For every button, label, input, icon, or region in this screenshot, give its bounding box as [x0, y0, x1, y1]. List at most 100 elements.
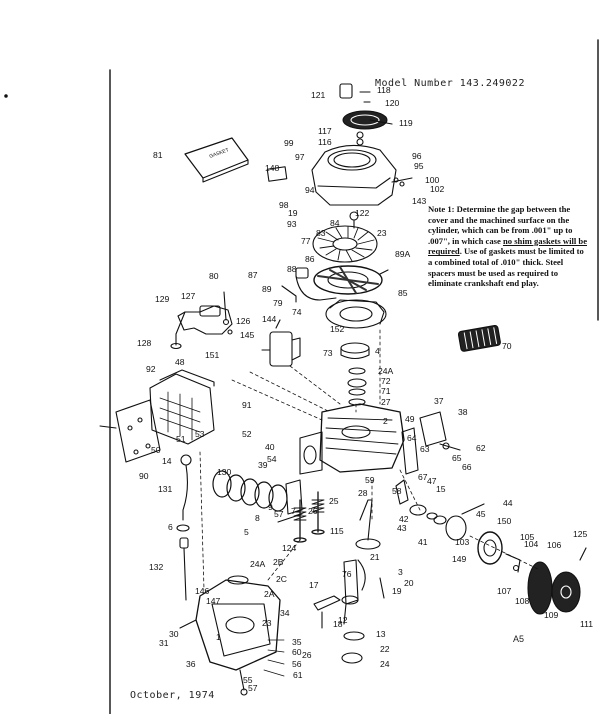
part-number-label: 35	[292, 637, 302, 647]
part-number-label: 126	[236, 316, 251, 326]
part-number-label: 152	[330, 324, 345, 334]
part-number-label: 105	[520, 532, 535, 542]
part-number-label: 24A	[250, 559, 266, 569]
part-number-label: 49	[405, 414, 415, 424]
part-number-label: 57	[248, 683, 258, 693]
part-number-label: 96	[412, 151, 422, 161]
part-number-label: 27	[381, 397, 391, 407]
part-number-label: 7	[291, 506, 296, 516]
part-number-label: 143	[412, 196, 427, 206]
part-number-label: 132	[149, 562, 164, 572]
part-number-label: 4	[375, 346, 380, 356]
part-number-label: 146	[195, 586, 210, 596]
part-number-label: 79	[273, 298, 283, 308]
part-number-label: 47	[427, 476, 437, 486]
part-number-label: 42	[399, 514, 409, 524]
part-number-label: 2A	[264, 589, 275, 599]
svg-text:GASKET: GASKET	[209, 147, 230, 160]
part-number-label: 76	[342, 569, 352, 579]
part-number-label: 19	[392, 586, 402, 596]
part-number-label: 60	[292, 647, 302, 657]
part-number-label: 87	[248, 270, 258, 280]
part-number-label: 118	[377, 85, 391, 95]
part-number-label: 59	[365, 475, 375, 485]
part-number-label: 81	[153, 150, 163, 160]
part-number-label: 39	[258, 460, 268, 470]
part-number-label: 109	[544, 610, 559, 620]
part-number-label: 106	[547, 540, 562, 550]
part-number-label: 6	[168, 522, 173, 532]
part-number-label: 24A	[378, 366, 394, 376]
part-number-label: 21	[370, 552, 380, 562]
part-number-label: 144	[262, 314, 277, 324]
note-text-part1: Note 1: Determine the gap between the co…	[428, 204, 573, 246]
part-number-label: 122	[355, 208, 370, 218]
part-number-label: 5	[244, 527, 249, 537]
part-number-label: 119	[399, 118, 413, 128]
part-number-label: 128	[137, 338, 152, 348]
part-number-label: 13	[376, 629, 386, 639]
part-number-label: 23	[262, 618, 272, 628]
part-number-label: 66	[462, 462, 472, 472]
part-number-label: 57	[274, 509, 284, 519]
part-number-label: 73	[323, 348, 333, 358]
part-number-label: 65	[452, 453, 462, 463]
part-number-label: 14	[162, 456, 172, 466]
part-number-label: 100	[425, 175, 440, 185]
part-number-label: 104	[524, 539, 539, 549]
part-number-label: 97	[295, 152, 305, 162]
part-number-label: 9	[268, 502, 273, 512]
part-number-label: 25	[329, 496, 339, 506]
part-number-label: 3	[398, 567, 403, 577]
part-number-label: 31	[159, 638, 169, 648]
part-number-label: 94	[305, 185, 315, 195]
part-number-label: 15	[436, 484, 446, 494]
part-number-label: 62	[476, 443, 486, 453]
installation-note: Note 1: Determine the gap between the co…	[428, 204, 588, 289]
part-number-label: 125	[573, 529, 588, 539]
note-emphasis: no shim gaskets will be required	[428, 235, 588, 257]
part-number-label: 17	[309, 580, 319, 590]
part-number-label: 102	[430, 184, 445, 194]
part-number-label: 115	[330, 526, 344, 536]
diagram-date: October, 1974	[130, 690, 215, 701]
part-number-label: 107	[497, 586, 512, 596]
part-number-label: 55	[243, 675, 253, 685]
part-number-label: 88	[287, 264, 297, 274]
part-number-label: 36	[186, 659, 196, 669]
part-number-label: 147	[206, 596, 221, 606]
part-number-label: 92	[146, 364, 156, 374]
part-number-label: 26	[308, 506, 318, 516]
model-number-label: Model Number 143.249022	[375, 78, 525, 89]
part-number-label: 2C	[276, 574, 287, 584]
part-number-label: 95	[414, 161, 424, 171]
part-number-label: 151	[205, 350, 220, 360]
part-number-label: 121	[311, 90, 326, 100]
part-number-label: 130	[217, 467, 232, 477]
part-number-label: 63	[420, 444, 430, 454]
part-number-label: 89A	[395, 249, 411, 259]
part-number-label: 48	[175, 357, 185, 367]
part-number-label: 19	[288, 208, 298, 218]
part-number-label: 52	[242, 429, 252, 439]
part-number-label: 40	[265, 442, 275, 452]
part-number-label: 34	[280, 608, 290, 618]
part-number-label: 12	[338, 615, 348, 625]
part-number-label: 71	[381, 386, 391, 396]
part-number-label: 45	[476, 509, 486, 519]
part-number-label: 8	[255, 513, 260, 523]
part-number-label: 103	[455, 537, 470, 547]
part-number-label: 2B	[273, 557, 284, 567]
part-number-label: 74	[292, 307, 302, 317]
part-number-label: 150	[497, 516, 512, 526]
part-number-label: 83	[316, 228, 326, 238]
part-number-label: 145	[240, 330, 255, 340]
part-number-label: 38	[458, 407, 468, 417]
part-number-label: 70	[502, 341, 512, 351]
part-number-label: 124	[282, 543, 297, 553]
part-number-label: 99	[284, 138, 294, 148]
part-number-label: 2	[383, 416, 388, 426]
part-number-label: 131	[158, 484, 173, 494]
part-number-label: 108	[515, 596, 530, 606]
